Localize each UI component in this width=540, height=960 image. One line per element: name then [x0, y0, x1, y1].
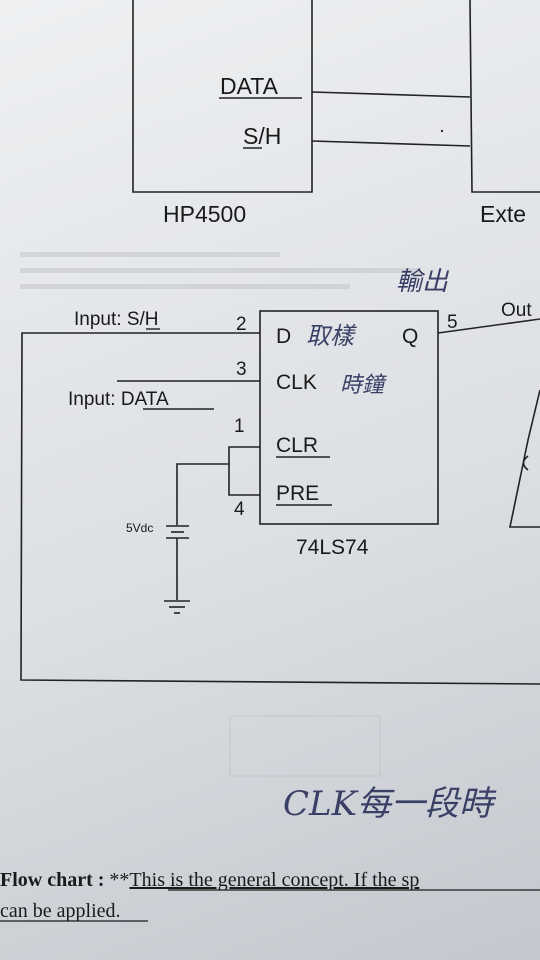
output-label: Out	[501, 300, 532, 321]
q-output-wire	[437, 318, 540, 334]
chip-name: 74LS74	[296, 536, 369, 559]
hp4500-block	[132, 0, 313, 193]
hp-pin-sh-s: S	[243, 123, 258, 149]
external-block	[469, 0, 540, 193]
footer-underlined: This is the general concept. If the sp	[129, 869, 419, 891]
chip-pin-q: Q	[402, 325, 418, 348]
input-data-prefix: Input:	[68, 389, 121, 410]
input-sh-rest: /H	[140, 309, 159, 330]
chip-pin-d: D	[276, 325, 291, 348]
handwritten-clk-note: 時鐘	[340, 373, 387, 398]
pin-number-4: 4	[234, 499, 245, 520]
external-label: Exte	[480, 201, 526, 227]
chip-pin-clk: CLK	[276, 371, 317, 394]
hp-pin-sh-rest: /H	[258, 123, 281, 149]
input-sh-label: Input: S/H	[74, 309, 159, 330]
output-device-partial	[509, 389, 540, 528]
supply-label: 5Vdc	[126, 521, 153, 535]
pin-number-3: 3	[236, 359, 247, 380]
input-data-label: Input: DATA	[68, 389, 169, 410]
input-sh-s: S	[127, 309, 140, 330]
input-sh-prefix: Input:	[74, 309, 127, 330]
chip-pin-pre: PRE	[276, 482, 319, 505]
footer-line-1: Flow chart : **This is the general conce…	[0, 869, 419, 891]
chip-pin-clr: CLR	[276, 434, 318, 457]
data-wire	[311, 91, 471, 98]
pin-number-2: 2	[236, 314, 247, 335]
hp-pin-data: DATA	[220, 73, 279, 99]
chip-74ls74	[259, 310, 439, 525]
pin-number-5: 5	[447, 312, 458, 333]
sh-wire	[311, 140, 471, 147]
supply-wire	[176, 463, 229, 525]
pin-number-1: 1	[234, 416, 245, 437]
hp4500-label: HP4500	[163, 201, 246, 227]
clr-pre-tie	[228, 446, 260, 496]
board-outline	[20, 332, 540, 685]
handwritten-d-note: 取樣	[306, 322, 357, 350]
footer-stars: **	[104, 869, 129, 891]
footer-line-2: can be applied.	[0, 900, 121, 922]
hp-pin-sh: S/H	[243, 123, 281, 149]
handwritten-bottom-note: CLK每一段時	[283, 784, 497, 824]
input-data-text: DATA	[121, 389, 169, 410]
handwritten-q-note: 輸出	[396, 267, 450, 297]
footer-bold-label: Flow chart :	[0, 869, 104, 891]
